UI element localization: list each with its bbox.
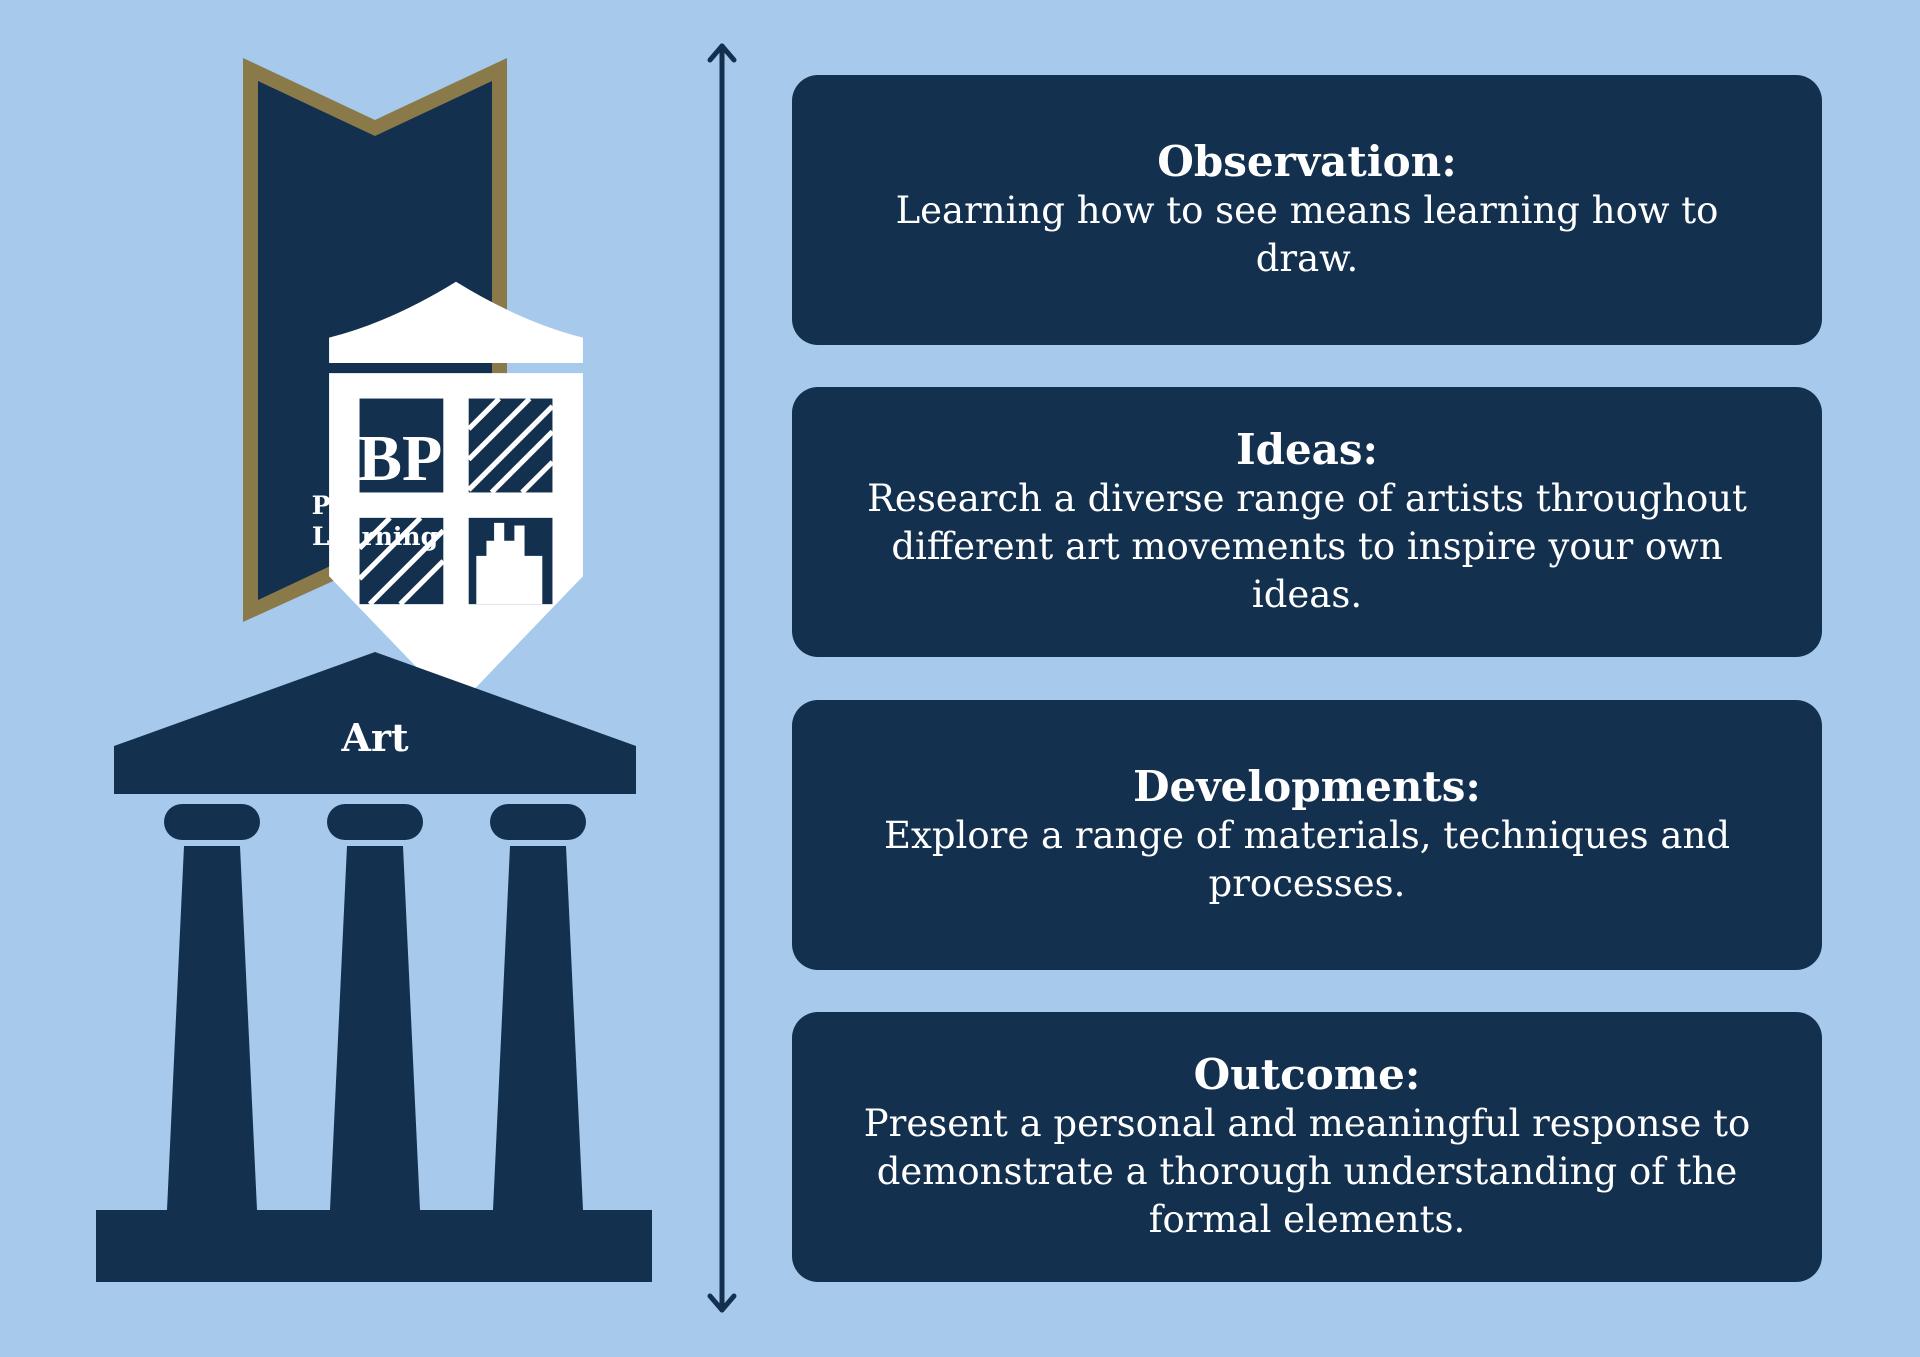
temple-icon [96,652,652,1282]
card-heading: Outcome: [1193,1050,1421,1099]
card-text: Research a diverse range of artists thro… [867,477,1747,616]
vertical-double-arrow [707,40,737,1317]
card-heading: Ideas: [1235,425,1379,474]
card-heading: Observation: [1157,137,1457,186]
card-observation: Observation: Learning how to see means l… [792,75,1822,345]
banner-title: Pillars of Learning [311,491,439,551]
svg-text:BP: BP [358,422,442,495]
card-text: Present a personal and meaningful respon… [863,1102,1751,1241]
card-outcome: Outcome: Present a personal and meaningf… [792,1012,1822,1282]
pillars-banner: BP Pillars of Learning [243,58,583,709]
card-developments: Developments: Explore a range of materia… [792,700,1822,970]
card-text: Explore a range of materials, techniques… [883,814,1731,905]
card-ideas: Ideas: Research a diverse range of artis… [792,387,1822,657]
card-heading: Developments: [1133,762,1481,811]
card-text: Learning how to see means learning how t… [895,189,1719,280]
double-arrow-icon [707,43,737,1313]
school-crest-icon: BP [329,281,583,709]
art-temple: Art [96,650,654,1284]
temple-label: Art [341,715,409,760]
